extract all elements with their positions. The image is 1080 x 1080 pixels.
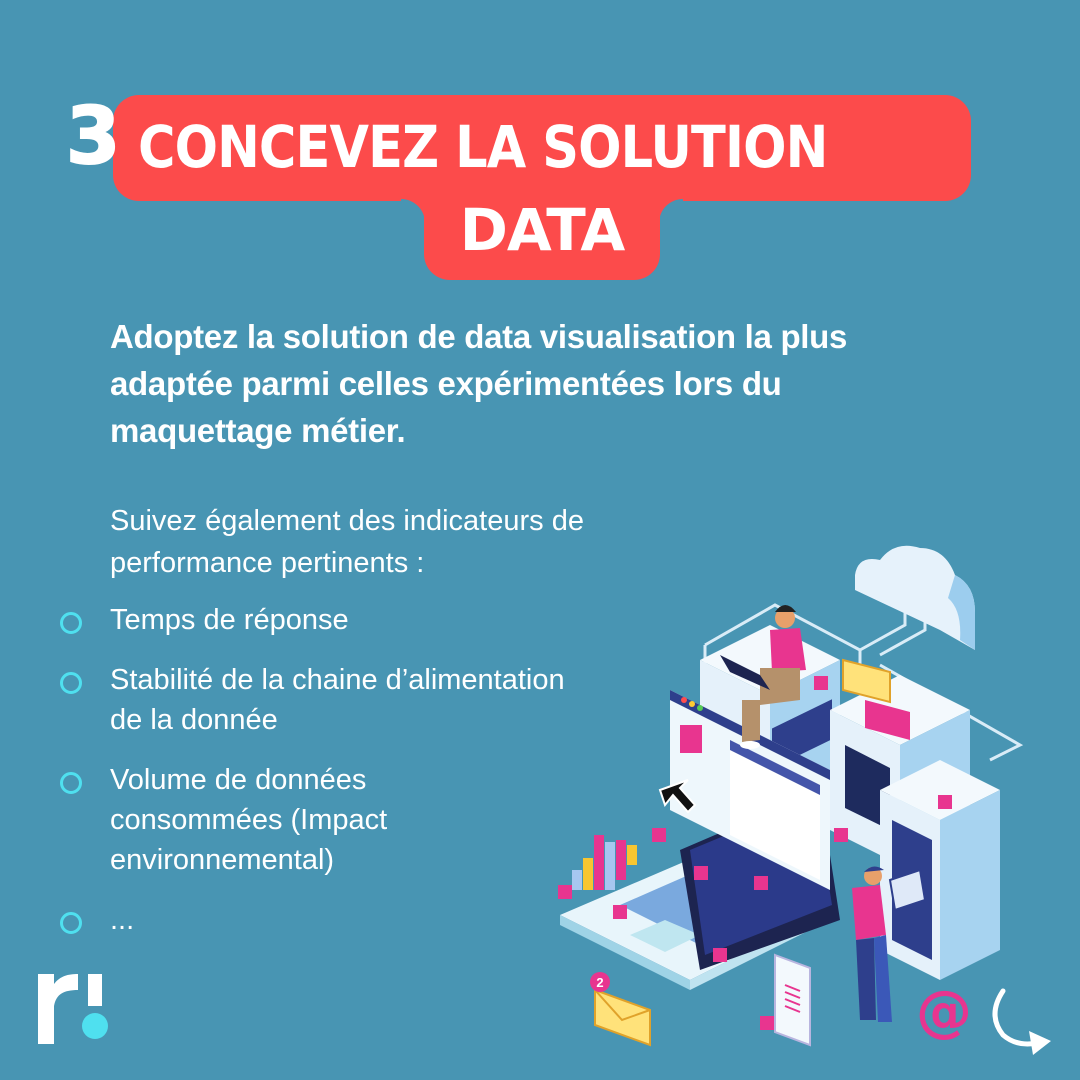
kpi-label: Volume de données consommées (Impact env… (110, 764, 388, 876)
banner-notch-right (659, 199, 683, 223)
lead-paragraph: Adoptez la solution de data visualisatio… (110, 318, 848, 449)
person-with-laptop-icon (720, 605, 806, 749)
server-rack-icon (880, 760, 1000, 980)
circle-bullet-icon (60, 772, 82, 794)
circle-bullet-icon (60, 912, 82, 934)
curved-arrow-right-icon[interactable] (985, 985, 1055, 1060)
mail-notification-icon: 2 (590, 972, 651, 1047)
bar-chart-icon (572, 835, 637, 890)
kpi-label: Stabilité de la chaine d’alimentation de… (110, 664, 565, 736)
page-title-line1: CONCEVEZ LA SOLUTION (138, 113, 828, 181)
at-symbol-icon: @ (916, 979, 972, 1044)
list-item: Volume de données consommées (Impact env… (58, 760, 618, 880)
chat-bubble-icon (842, 658, 910, 740)
browser-window-icon (670, 690, 830, 890)
kpi-intro: Suivez également des indicateurs de perf… (110, 505, 584, 579)
title-banner-tab (424, 180, 660, 280)
list-item: Temps de réponse (58, 600, 618, 640)
step-number: 3 (65, 92, 121, 182)
cursor-arrow-icon (658, 779, 697, 814)
page-title-line2: DATA (459, 196, 625, 264)
person-at-server-icon (852, 866, 927, 1022)
kpi-label: Temps de réponse (110, 604, 349, 636)
data-cube-icon (558, 676, 952, 1030)
circle-bullet-icon (60, 612, 82, 634)
circle-bullet-icon (60, 672, 82, 694)
phone-code-icon (774, 953, 811, 1047)
brand-logo-icon (38, 974, 108, 1044)
svg-text:2: 2 (596, 975, 603, 990)
banner-notch-left (401, 199, 425, 223)
kpi-list: Temps de réponse Stabilité de la chaine … (58, 600, 618, 960)
kpi-label: ... (110, 904, 135, 936)
list-item: Stabilité de la chaine d’alimentation de… (58, 660, 618, 740)
list-item: ... (58, 900, 618, 940)
data-infrastructure-illustration: 2 @ (558, 545, 1024, 1047)
cloud-icon (855, 545, 975, 650)
